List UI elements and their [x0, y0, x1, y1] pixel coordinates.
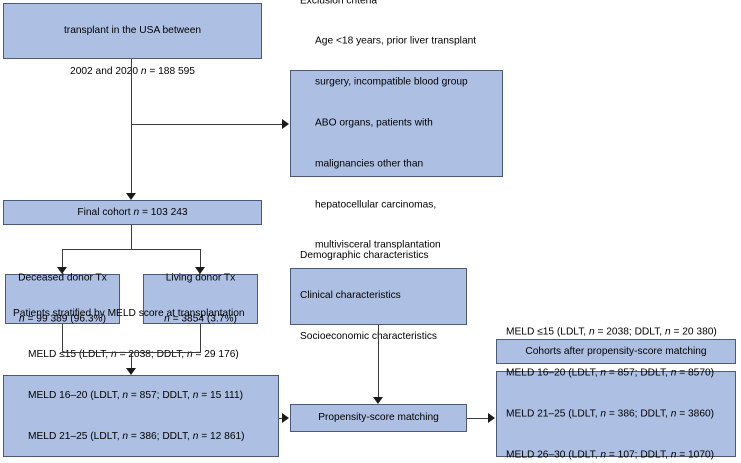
node-source-cohort: Adult patients who underwent first time …	[3, 3, 262, 77]
arrowhead-to-propensity	[282, 413, 289, 423]
final-cohort-n-value: = 103 243	[139, 206, 188, 218]
deceased-donor-n-value: = 99 389 (96.3%)	[24, 313, 106, 325]
meld-stratified-row: MELD ≤15 (LDLT, n = 2038; DDLT, n = 29 1…	[28, 349, 239, 361]
source-cohort-line3: 2002 and 2020 n = 188 595	[4, 65, 261, 79]
node-meld-matched: MELD ≤15 (LDLT, n = 2038; DDLT, n = 20 3…	[496, 327, 736, 460]
meld-matched-row: MELD 21–25 (LDLT, n = 386; DDLT, n = 386…	[506, 408, 715, 420]
connector-merge-to-meld	[131, 352, 132, 368]
node-final-cohort: Final cohort n = 103 243	[3, 200, 262, 225]
final-cohort-n-symbol: n	[133, 206, 140, 218]
final-cohort-line: Final cohort n = 103 243	[4, 206, 261, 220]
exclusion-line2: surgery, incompatible blood group	[315, 76, 468, 88]
exclusion-line5: hepatocellular carcinomas,	[315, 199, 437, 211]
living-donor-n-symbol: n	[164, 313, 170, 325]
connector-source-to-final	[131, 59, 132, 193]
connector-propensity-to-cohorts	[467, 418, 489, 419]
exclusion-line1: Age <18 years, prior liver transplant	[315, 36, 477, 48]
source-cohort-n-symbol: n	[140, 65, 147, 77]
source-cohort-line2: transplant in the USA between	[63, 25, 202, 37]
node-living-donor: Living donor Tx n = 3854 (3.7%)	[143, 272, 258, 327]
characteristics-line2: Clinical characteristics	[300, 290, 401, 302]
cohorts-after-matching-label: Cohorts after propensity-score matching	[525, 345, 707, 357]
characteristics-line3: Socioeconomic characteristics	[300, 331, 438, 343]
arrowhead-to-exclusion	[282, 119, 289, 129]
meld-stratified-row: MELD 21–25 (LDLT, n = 386; DDLT, n = 12 …	[28, 430, 245, 442]
arrowhead-to-matched-cohorts	[488, 413, 495, 423]
node-meld-stratified: Patients stratified by MELD score at tra…	[3, 308, 279, 457]
exclusion-line4: malignancies other than	[315, 158, 424, 170]
exclusion-heading: Exclusion criteria	[300, 0, 377, 7]
connector-meld-to-propensity	[279, 418, 283, 419]
node-characteristics: Demographic characteristics Clinical cha…	[290, 250, 467, 342]
connector-characteristics-to-propensity	[378, 325, 379, 397]
arrowhead-to-living-donor	[195, 267, 205, 274]
deceased-donor-n-symbol: n	[19, 313, 25, 325]
arrowhead-to-deceased-donor	[57, 267, 67, 274]
living-donor-n-value: = 3854 (3.7%)	[169, 313, 237, 325]
meld-matched-row: MELD 16–20 (LDLT, n = 857; DDLT, n = 857…	[506, 367, 715, 379]
meld-stratified-row: MELD 16–20 (LDLT, n = 857; DDLT, n = 15 …	[28, 389, 244, 401]
living-donor-line1: Living donor Tx	[165, 272, 236, 284]
source-cohort-n-value: = 188 595	[146, 65, 195, 77]
meld-matched-row: MELD ≤15 (LDLT, n = 2038; DDLT, n = 20 3…	[506, 326, 717, 338]
connector-to-exclusion	[131, 124, 282, 125]
exclusion-line3: ABO organs, patients with	[315, 117, 433, 129]
connector-split-left-drop	[62, 249, 63, 267]
node-exclusion-criteria: Exclusion criteria Age <18 years, prior …	[290, 0, 503, 251]
exclusion-line6: multivisceral transplantation	[315, 240, 441, 252]
arrowhead-characteristics-to-propensity	[373, 397, 383, 404]
deceased-donor-line2: n = 99 389 (96.3%)	[6, 313, 119, 327]
propensity-matching-label: Propensity-score matching	[318, 412, 439, 424]
characteristics-line1: Demographic characteristics	[300, 249, 429, 261]
connector-split-right-drop	[200, 249, 201, 267]
meld-matched-row: MELD 26–30 (LDLT, n = 107; DDLT, n = 107…	[506, 448, 715, 460]
arrowhead-to-meld-stratified	[126, 368, 136, 375]
source-cohort-line3-prefix: 2002 and 2020	[70, 65, 141, 77]
final-cohort-prefix: Final cohort	[77, 206, 134, 218]
node-cohorts-after-matching: Cohorts after propensity-score matching	[496, 339, 736, 364]
connector-split-bus	[62, 249, 201, 250]
living-donor-line2: n = 3854 (3.7%)	[144, 313, 257, 327]
meld-stratified-heading: Patients stratified by MELD score at tra…	[13, 308, 245, 320]
connector-deceased-down	[62, 324, 63, 352]
deceased-donor-line1: Deceased donor Tx	[18, 272, 107, 284]
arrowhead-source-to-final	[126, 193, 136, 200]
connector-living-down	[200, 324, 201, 352]
node-propensity-score-matching: Propensity-score matching	[290, 404, 467, 432]
connector-final-to-split	[131, 225, 132, 249]
node-deceased-donor: Deceased donor Tx n = 99 389 (96.3%)	[5, 272, 120, 327]
